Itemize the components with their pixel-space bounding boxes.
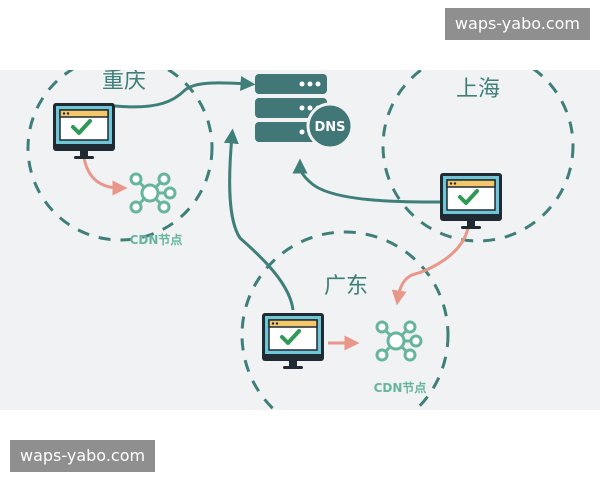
- region-circle-chongqing: [26, 70, 214, 242]
- cdn-node-guangdong-icon: [375, 320, 423, 362]
- arrow-shanghai-to-dns: [292, 158, 441, 204]
- diagram-canvas: DNS 重庆 上海 广东 CDN节点 CDN节点: [0, 70, 600, 410]
- arrow-shanghai-to-guangdong-cdn: [391, 227, 470, 306]
- region-label-chongqing: 重庆: [102, 70, 146, 94]
- cdn-node-chongqing-icon: [129, 172, 177, 214]
- arrow-guangdong-to-dns: [223, 128, 295, 311]
- watermark-top: waps-yabo.com: [444, 8, 590, 40]
- region-circle-guangdong: [240, 230, 450, 410]
- dns-server-icon: [255, 74, 354, 150]
- client-monitor-guangdong-icon: [260, 311, 326, 371]
- client-monitor-chongqing-icon: [51, 101, 117, 161]
- watermark-bottom: waps-yabo.com: [10, 440, 156, 472]
- cdn-dns-diagram: DNS 重庆 上海 广东 CDN节点 CDN节点: [26, 70, 575, 410]
- arrow-chongqing-to-dns: [114, 76, 256, 109]
- region-label-shanghai: 上海: [456, 77, 500, 102]
- cdn-label-chongqing: CDN节点: [130, 232, 183, 247]
- region-circle-shanghai: [381, 70, 575, 243]
- arrow-chongqing-to-cdn: [82, 157, 128, 196]
- cdn-label-guangdong: CDN节点: [374, 380, 427, 395]
- region-label-guangdong: 广东: [324, 274, 368, 299]
- dns-label: DNS: [314, 120, 345, 135]
- client-monitor-shanghai-icon: [438, 171, 504, 231]
